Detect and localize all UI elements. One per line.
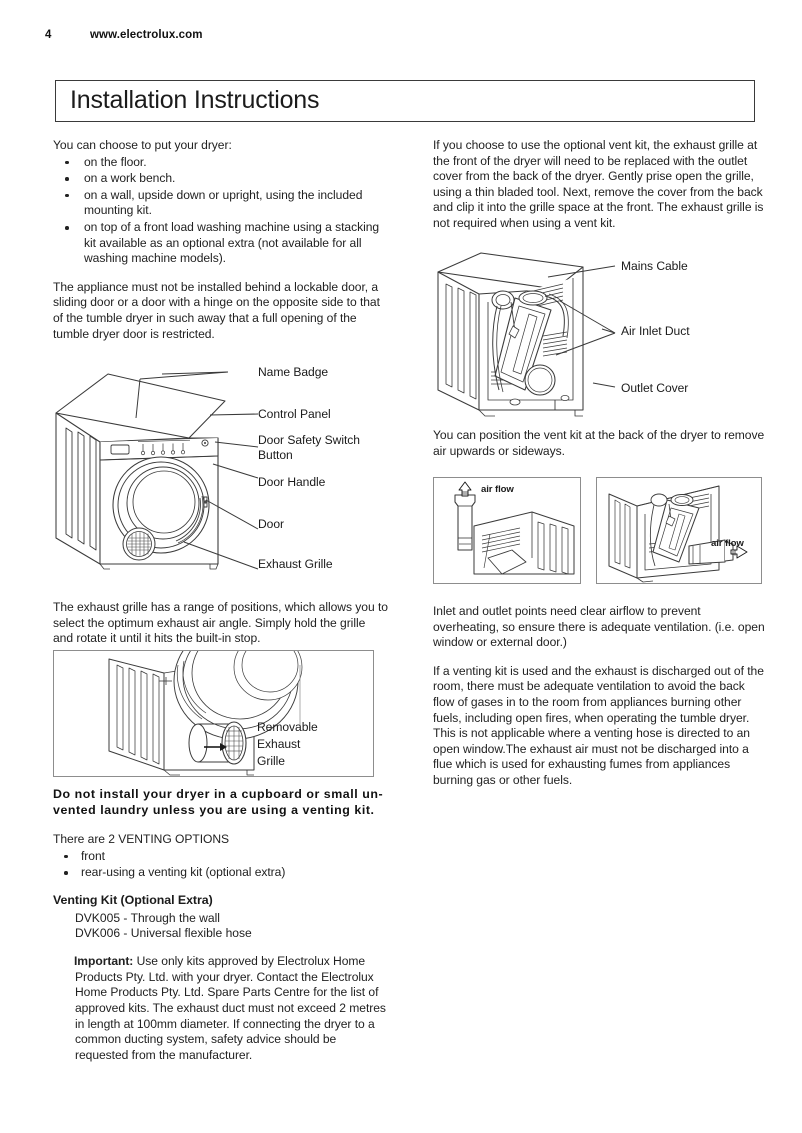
exhaust-grille-paragraph: The exhaust grille has a range of positi…	[53, 600, 388, 646]
label-door-handle: Door Handle	[258, 475, 326, 489]
removable-grille-figure-box: Removable Exhaust Grille	[53, 650, 374, 777]
list-item: on a wall, upside down or upright, using…	[53, 188, 388, 219]
rear-figure-leader-lines	[520, 255, 625, 415]
label-removable-exhaust-grille: Removable Exhaust Grille	[257, 720, 318, 768]
placement-bullet-list: on the floor. on a work bench. on a wall…	[53, 155, 388, 267]
list-item: front	[53, 849, 388, 865]
airflow-up-figure-box: air flow	[433, 477, 581, 584]
label-air-flow-up: air flow	[481, 484, 514, 495]
exhaust-grille-text-block: The exhaust grille has a range of positi…	[53, 600, 388, 657]
venting-options-list: front rear-using a venting kit (optional…	[53, 849, 388, 881]
important-label: Important:	[74, 954, 134, 969]
right-column: If you choose to use the optional vent k…	[433, 138, 768, 242]
cupboard-warning: Do not install your dryer in a cupboard …	[53, 787, 384, 817]
label-door-safety-switch-button: Door Safety Switch Button	[258, 433, 360, 462]
label-mains-cable: Mains Cable	[621, 259, 688, 273]
venting-text-block: Do not install your dryer in a cupboard …	[53, 786, 388, 1073]
inlet-outlet-paragraph: Inlet and outlet points need clear airfl…	[433, 604, 765, 650]
page-number: 4	[45, 29, 52, 41]
label-outlet-cover: Outlet Cover	[621, 381, 689, 395]
front-figure-leader-lines	[120, 366, 260, 581]
page-header: 4 www.electrolux.com	[45, 29, 203, 41]
rear-dryer-illustration	[433, 250, 608, 420]
venting-options-heading: There are 2 VENTING OPTIONS	[53, 832, 230, 846]
position-paragraph: You can position the vent kit at the bac…	[433, 428, 765, 458]
label-air-inlet-duct: Air Inlet Duct	[621, 324, 690, 338]
label-air-flow-side: air flow	[711, 538, 744, 549]
important-body: Use only kits approved by Electrolux Hom…	[75, 954, 386, 1062]
venting-kit-heading: Venting Kit (Optional Extra)	[53, 892, 213, 907]
front-dryer-illustration	[50, 366, 250, 576]
list-item: on top of a front load washing machine u…	[53, 220, 388, 267]
label-name-badge: Name Badge	[258, 365, 329, 379]
page-title: Installation Instructions	[70, 85, 320, 114]
list-item: on a work bench.	[53, 171, 388, 187]
label-control-panel: Control Panel	[258, 407, 331, 421]
venting-kit-dvk005: DVK005 - Through the wall	[75, 910, 220, 925]
venting-kit-dvk006: DVK006 - Universal flexible hose	[75, 925, 252, 940]
website-url: www.electrolux.com	[90, 29, 203, 41]
label-exhaust-grille: Exhaust Grille	[258, 557, 333, 571]
section-title-box: Installation Instructions	[55, 80, 755, 122]
position-text-block: You can position the vent kit at the bac…	[433, 428, 768, 469]
label-door: Door	[258, 517, 285, 531]
vent-kit-paragraph: If you choose to use the optional vent k…	[433, 138, 764, 230]
lockable-door-paragraph: The appliance must not be installed behi…	[53, 279, 380, 341]
left-column: You can choose to put your dryer: on the…	[53, 138, 388, 352]
venting-kit-paragraph: If a venting kit is used and the exhaust…	[433, 663, 764, 787]
intro-text: You can choose to put your dryer:	[53, 138, 232, 152]
list-item: on the floor.	[53, 155, 388, 171]
ventilation-text-block: Inlet and outlet points need clear airfl…	[433, 604, 768, 799]
important-paragraph: Important: Use only kits approved by Ele…	[53, 954, 388, 1063]
airflow-side-figure-box: air flow	[596, 477, 762, 584]
list-item: rear-using a venting kit (optional extra…	[53, 865, 388, 881]
